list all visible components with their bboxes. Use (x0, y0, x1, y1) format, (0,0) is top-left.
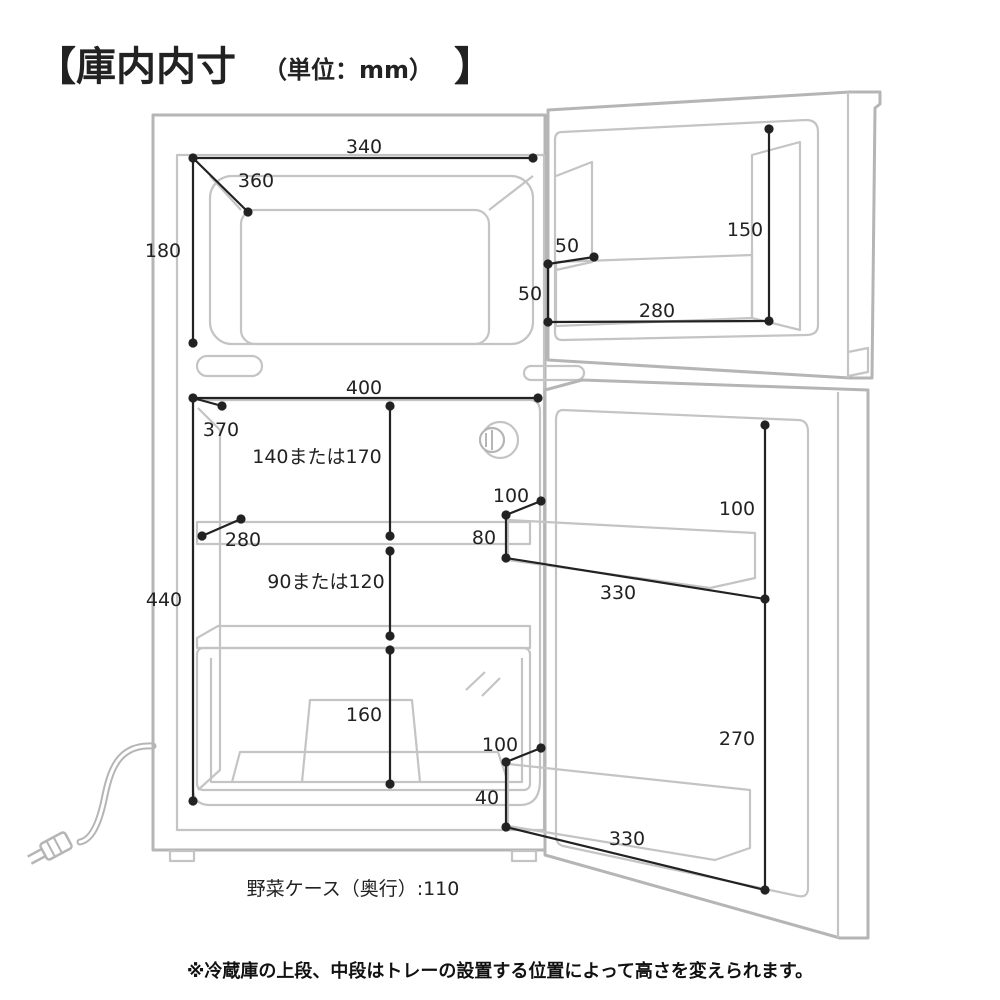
fridge-compartment (191, 398, 542, 807)
label-fridge-upper-height: 140または170 (252, 446, 382, 468)
freezer-door-pocket (554, 253, 754, 328)
dimension-endpoint-dot (528, 153, 538, 163)
middle-shelf (195, 624, 532, 650)
label-freezer-width: 340 (346, 136, 382, 158)
fridge-door (506, 378, 870, 940)
dimension-endpoint-dot (533, 393, 543, 403)
label-freezer-door-pocket-depth: 50 (555, 235, 579, 257)
title-close: 】 (454, 44, 494, 90)
footnote: ※冷蔵庫の上段、中段はトレーの設置する位置によって高さを変えられます。 (187, 960, 813, 982)
dimension-endpoint-dot (536, 496, 546, 506)
dimension-endpoint-dot (385, 531, 395, 541)
dimension-endpoint-dot (543, 259, 553, 269)
dimension-lines (191, 129, 771, 892)
dimension-endpoint-dot (188, 393, 198, 403)
dimension-endpoint-dot (501, 757, 511, 767)
label-upper-pocket-height: 80 (472, 527, 496, 549)
dimension-endpoint-dot (385, 546, 395, 556)
plug-icon (27, 831, 73, 865)
label-freezer-door-pocket-width: 280 (639, 300, 675, 322)
dimension-endpoint-dot (764, 316, 774, 326)
upper-shelf (195, 520, 532, 546)
control-panel (195, 354, 264, 378)
label-vegetable-case-height: 160 (346, 704, 382, 726)
dimension-endpoint-dot (543, 317, 553, 327)
dimension-endpoint-dot (385, 645, 395, 655)
label-vegetable-case-note: 野菜ケース（奥行）:110 (247, 878, 460, 900)
freezer-door (546, 90, 882, 380)
label-freezer-door-pocket-height: 50 (518, 283, 542, 305)
dimension-endpoint-dot (217, 401, 227, 411)
dimension-endpoint-dot (197, 531, 207, 541)
lower-door-pocket (506, 762, 752, 862)
label-upper-door-gap: 100 (719, 498, 755, 520)
dimension-dots (188, 124, 774, 895)
dimension-endpoint-dot (188, 338, 198, 348)
label-fridge-total-height: 440 (146, 589, 182, 611)
label-upper-pocket-depth: 100 (493, 485, 529, 507)
dimension-endpoint-dot (501, 510, 511, 520)
dimension-endpoint-dot (385, 401, 395, 411)
dimension-endpoint-dot (589, 252, 599, 262)
label-lower-pocket-height: 40 (475, 787, 499, 809)
label-fridge-width: 400 (346, 377, 382, 399)
dimension-endpoint-dot (760, 420, 770, 430)
title-unit: （単位：mm） (263, 56, 433, 84)
thermostat-knob-icon (478, 420, 520, 460)
label-fridge-depth: 370 (203, 419, 239, 441)
dimension-endpoint-dot (188, 796, 198, 806)
dimension-endpoint-dot (385, 779, 395, 789)
label-lower-pocket-width: 330 (609, 828, 645, 850)
dimension-endpoint-dot (385, 631, 395, 641)
upper-door-pocket (506, 518, 757, 590)
dimension-endpoint-dot (501, 553, 511, 563)
dimension-endpoint-dot (536, 743, 546, 753)
door-hinge (522, 364, 586, 382)
label-fridge-middle-height: 90または120 (267, 571, 384, 593)
label-freezer-door-height: 150 (727, 219, 763, 241)
page-title: 【庫内内寸 （単位：mm） 】 (36, 44, 494, 90)
label-lower-pocket-depth: 100 (482, 734, 518, 756)
label-freezer-depth: 360 (238, 170, 274, 192)
dimension-endpoint-dot (501, 822, 511, 832)
dimension-endpoint-dot (236, 514, 246, 524)
freezer-compartment (208, 174, 535, 346)
dimension-endpoint-dot (760, 594, 770, 604)
label-upper-pocket-width: 330 (600, 582, 636, 604)
dimension-endpoint-dot (243, 207, 253, 217)
label-shelf-depth: 280 (225, 529, 261, 551)
title-main: 【庫内内寸 (36, 44, 236, 90)
dimension-labels: 340 360 180 150 50 50 280 400 370 140または… (145, 136, 763, 900)
label-lower-door-height: 270 (719, 728, 755, 750)
vegetable-case (195, 646, 532, 792)
dimension-endpoint-dot (188, 153, 198, 163)
power-cord (27, 742, 157, 865)
dimension-endpoint-dot (764, 124, 774, 134)
dimension-endpoint-dot (760, 885, 770, 895)
label-freezer-height: 180 (145, 240, 181, 262)
